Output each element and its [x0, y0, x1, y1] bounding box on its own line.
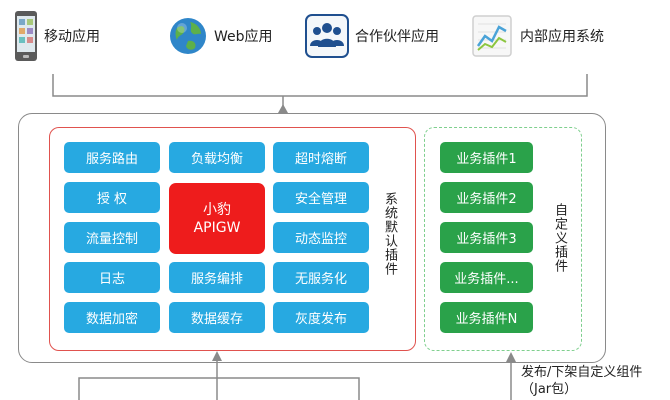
custom-plugins-group: [424, 127, 582, 351]
plugin-authorization: 授 权: [64, 182, 160, 213]
custom-plugin-2: 业务插件2: [440, 182, 533, 213]
client-label: 内部应用系统: [520, 29, 604, 45]
plugin-load-balancing: 负载均衡: [169, 142, 265, 173]
client-arrowhead: [278, 104, 288, 113]
plugin-serverless: 无服务化: [273, 262, 369, 293]
deploy-note: 发布/下架自定义组件 （Jar包）: [521, 364, 642, 398]
client-internal: 内部应用系统: [470, 8, 604, 64]
plugin-logging: 日志: [64, 262, 160, 293]
deploy-note-line2: （Jar包）: [521, 382, 578, 397]
plugin-timeout-circuit-breaker: 超时熔断: [273, 142, 369, 173]
custom-plugin-more: 业务插件...: [440, 262, 533, 293]
backend-arrowhead: [212, 351, 222, 361]
core-gateway-product: APIGW: [193, 219, 241, 236]
plugin-data-caching: 数据缓存: [169, 302, 265, 333]
client-label: Web应用: [214, 29, 273, 45]
deploy-arrowhead: [506, 352, 516, 362]
custom-plugin-3: 业务插件3: [440, 222, 533, 253]
analytics-chart-icon: [472, 15, 512, 57]
plugin-canary-release: 灰度发布: [273, 302, 369, 333]
custom-plugins-label: 自定义插件: [552, 203, 567, 273]
deploy-note-line1: 发布/下架自定义组件: [521, 365, 643, 380]
client-mobile: 移动应用: [14, 8, 100, 64]
plugin-service-routing: 服务路由: [64, 142, 160, 173]
core-gateway-name: 小豹: [203, 201, 231, 218]
client-label: 合作伙伴应用: [355, 29, 439, 45]
client-label: 移动应用: [44, 29, 100, 45]
plugin-data-encryption: 数据加密: [64, 302, 160, 333]
default-plugins-label: 系统默认插件: [382, 192, 397, 276]
client-partner: 合作伙伴应用: [305, 8, 439, 64]
core-gateway: 小豹 APIGW: [169, 183, 265, 254]
plugin-security-management: 安全管理: [273, 182, 369, 213]
plugin-service-orchestration: 服务编排: [169, 262, 265, 293]
backend-bracket: [78, 377, 360, 400]
globe-icon: [170, 18, 206, 54]
client-web: Web应用: [168, 8, 273, 64]
plugin-dynamic-monitoring: 动态监控: [273, 222, 369, 253]
mobile-phone-icon: [15, 11, 37, 61]
plugin-traffic-control: 流量控制: [64, 222, 160, 253]
partner-users-icon: [305, 14, 349, 58]
client-bracket: [52, 74, 588, 97]
default-plugins-group: [49, 127, 416, 351]
custom-plugin-n: 业务插件N: [440, 302, 533, 333]
custom-plugin-1: 业务插件1: [440, 142, 533, 173]
gateway-container: [18, 113, 606, 363]
